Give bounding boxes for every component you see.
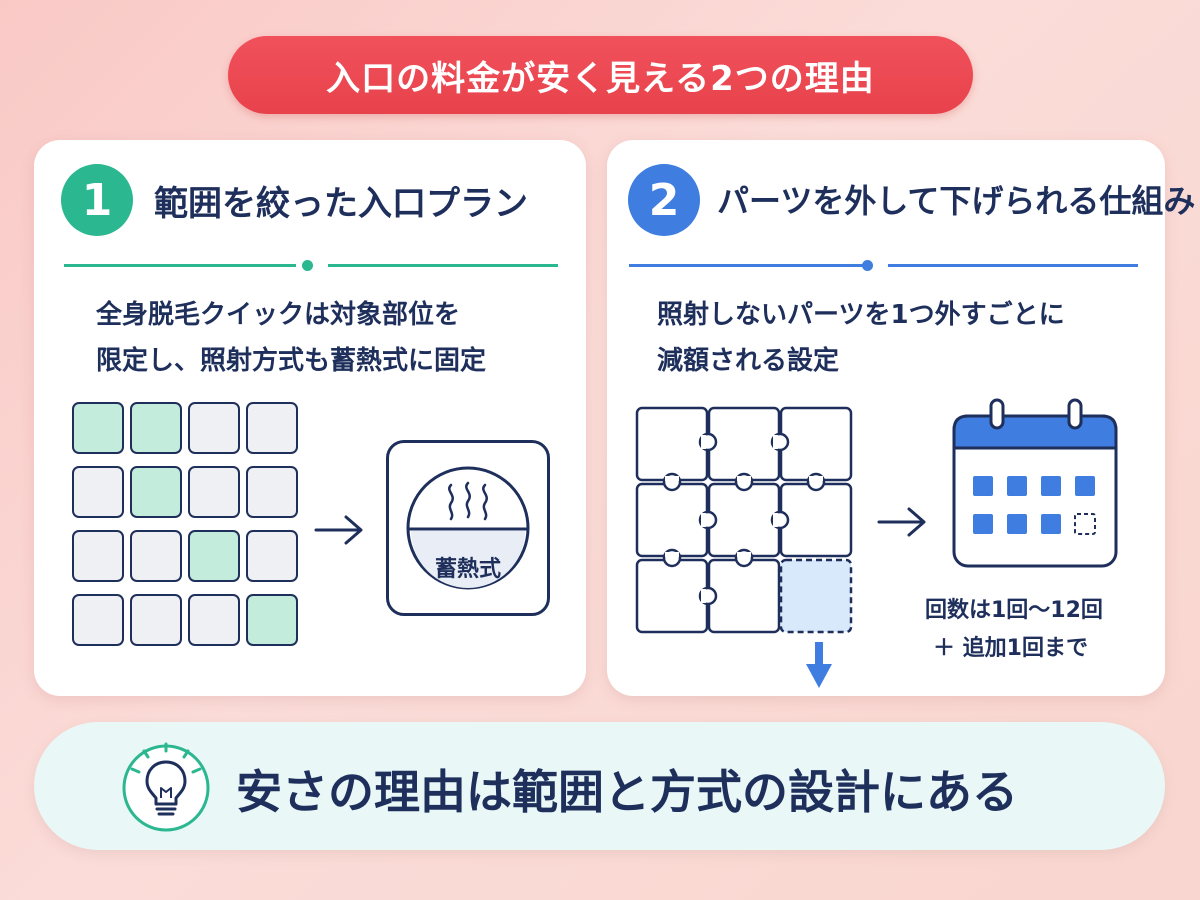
arrow-down-icon	[806, 642, 832, 688]
grid-cell	[246, 530, 298, 582]
desc-line: 照射しないパーツを1つ外すごとに	[657, 300, 1065, 330]
conclusion-text: 安さの理由は範囲と方式の設計にある	[236, 765, 1018, 819]
grid-cell-selected	[130, 466, 182, 518]
count-range-label: 回数は1回〜12回	[925, 598, 1103, 623]
grid-cell-selected	[72, 402, 124, 454]
lightbulb-icon	[122, 742, 210, 832]
card1-description: 全身脱毛クイックは対象部位を 限定し、照射方式も蓄熱式に固定	[96, 292, 486, 384]
calendar-icon	[952, 398, 1118, 568]
heat-icon	[406, 466, 530, 590]
divider-left	[64, 264, 296, 267]
puzzle-parts-icon	[635, 406, 853, 634]
grid-cell	[130, 530, 182, 582]
arrow-right-icon	[877, 507, 926, 537]
card2-heading: パーツを外して下げられる仕組み	[717, 182, 1196, 220]
desc-line: 全身脱毛クイックは対象部位を	[96, 300, 461, 330]
reason-card-1: 1 範囲を絞った入口プラン 全身脱毛クイックは対象部位を 限定し、照射方式も蓄熱…	[34, 140, 586, 696]
desc-line: 減額される設定	[657, 346, 840, 376]
grid-cell	[72, 594, 124, 646]
grid-cell	[246, 466, 298, 518]
divider-dot	[302, 260, 313, 271]
method-label: 蓄熱式	[434, 557, 501, 582]
page-title: 入口の料金が安く見える2つの理由	[326, 58, 875, 99]
divider-left	[629, 264, 865, 267]
reason-card-2: 2 パーツを外して下げられる仕組み 照射しないパーツを1つ外すごとに 減額される…	[607, 140, 1195, 696]
grid-cell	[72, 466, 124, 518]
card2-description: 照射しないパーツを1つ外すごとに 減額される設定	[657, 292, 1065, 384]
grid-cell	[188, 466, 240, 518]
arrow-right-icon	[314, 515, 363, 545]
grid-cell	[188, 402, 240, 454]
grid-cell	[72, 530, 124, 582]
divider-dot	[862, 260, 873, 271]
method-box: 蓄熱式	[386, 440, 550, 616]
desc-line: 限定し、照射方式も蓄熱式に固定	[96, 346, 487, 376]
divider-right	[888, 264, 1138, 267]
number-badge-2: 2	[628, 164, 700, 236]
conclusion-banner: 安さの理由は範囲と方式の設計にある	[34, 722, 1165, 850]
grid-cell	[246, 402, 298, 454]
grid-cell-selected	[246, 594, 298, 646]
card1-heading: 範囲を絞った入口プラン	[154, 184, 528, 224]
grid-cell	[130, 594, 182, 646]
title-banner: 入口の料金が安く見える2つの理由	[228, 36, 973, 114]
extra-count-label: ＋ 追加1回まで	[933, 636, 1088, 661]
number-badge-1: 1	[61, 164, 133, 236]
grid-cell	[188, 594, 240, 646]
divider-right	[328, 264, 558, 267]
grid-cell-selected	[130, 402, 182, 454]
grid-cell-selected	[188, 530, 240, 582]
